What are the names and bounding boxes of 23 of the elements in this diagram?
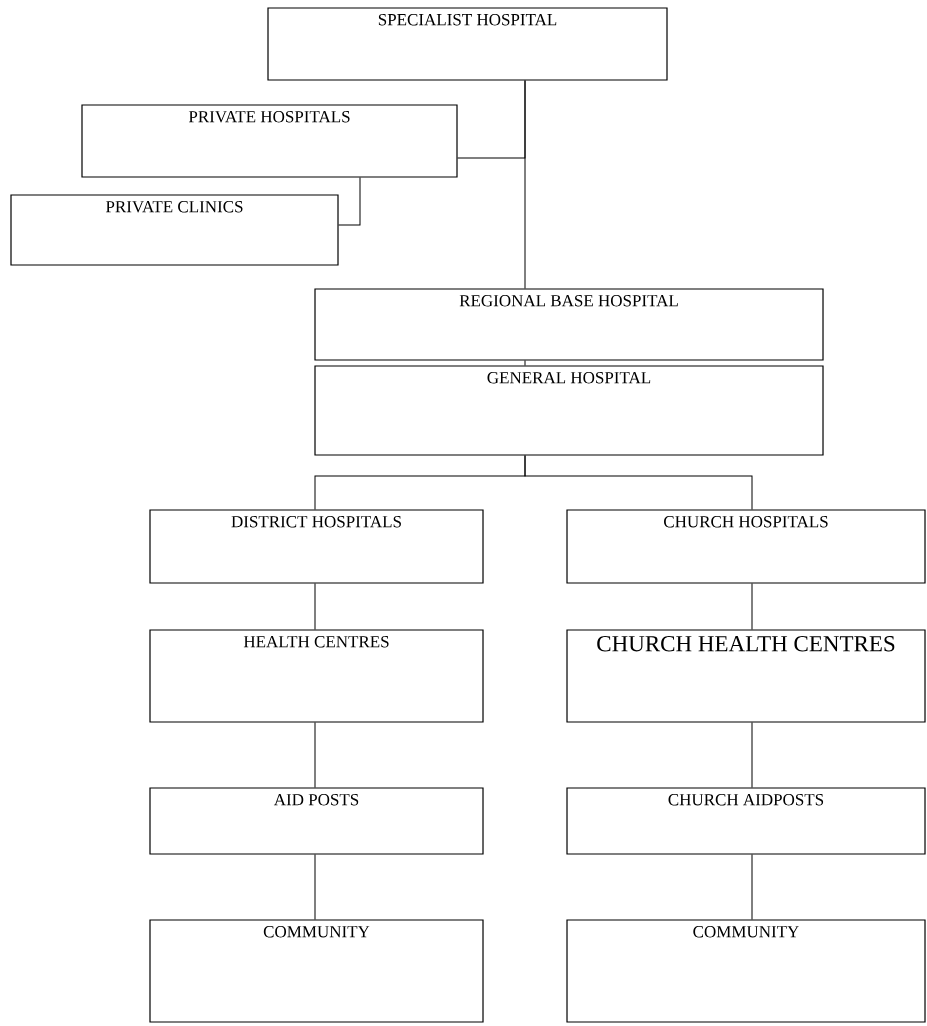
box: PRIVATE HOSPITALS [81,104,458,178]
connector-line [524,360,526,366]
box: PRIVATE CLINICS [10,194,339,266]
connector-line [457,80,526,159]
box: COMMUNITY [566,919,926,1023]
connector-line [338,177,361,226]
box: REGIONAL BASE HOSPITAL [314,288,824,361]
box: CHURCH HOSPITALS [566,509,926,584]
connector-line [751,583,753,630]
box: CHURCH AIDPOSTS [566,787,926,855]
box: CHURCH HEALTH CENTRES [566,629,926,723]
connector-line [314,854,316,920]
connector-line [314,583,316,630]
box: GENERAL HOSPITAL [314,365,824,456]
box: DISTRICT HOSPITALS [149,509,484,584]
box: HEALTH CENTRES [149,629,484,723]
box: COMMUNITY [149,919,484,1023]
connector-line [314,722,316,788]
box: SPECIALIST HOSPITAL [267,7,668,81]
connector-line [751,854,753,920]
box: AID POSTS [149,787,484,855]
connector-line [751,722,753,788]
connector-line [524,455,753,510]
